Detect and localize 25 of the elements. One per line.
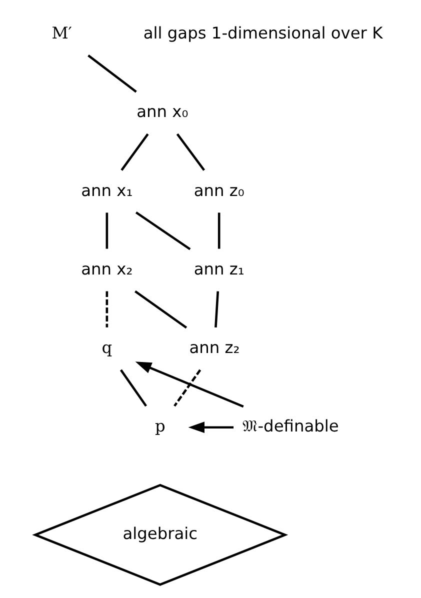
node-text: ann x₀ bbox=[136, 102, 188, 122]
connector bbox=[134, 290, 187, 329]
connector bbox=[173, 369, 201, 407]
node-text: ann z₂ bbox=[188, 338, 240, 357]
node-text: 𝔐-definable bbox=[242, 416, 338, 436]
arrow bbox=[134, 362, 244, 408]
node-text: ann x₂ bbox=[80, 259, 132, 278]
connector bbox=[176, 133, 205, 171]
node-text: p bbox=[154, 416, 165, 436]
node-text: ann z₀ bbox=[193, 180, 244, 200]
connector bbox=[214, 291, 219, 328]
connector bbox=[105, 291, 108, 328]
node-text: ann z₁ bbox=[193, 259, 244, 278]
node-diamond: algebraic bbox=[32, 484, 288, 586]
connector bbox=[105, 212, 108, 249]
connector bbox=[119, 369, 147, 407]
connector bbox=[87, 54, 136, 93]
arrow bbox=[188, 422, 234, 434]
label: all gaps 1-dimensional over K bbox=[142, 23, 382, 42]
connector bbox=[120, 133, 148, 171]
node-text: q bbox=[101, 338, 112, 357]
connector bbox=[134, 212, 190, 250]
connector bbox=[217, 212, 220, 249]
node-text: ann x₁ bbox=[80, 180, 132, 200]
node-text: M′ bbox=[51, 23, 72, 42]
